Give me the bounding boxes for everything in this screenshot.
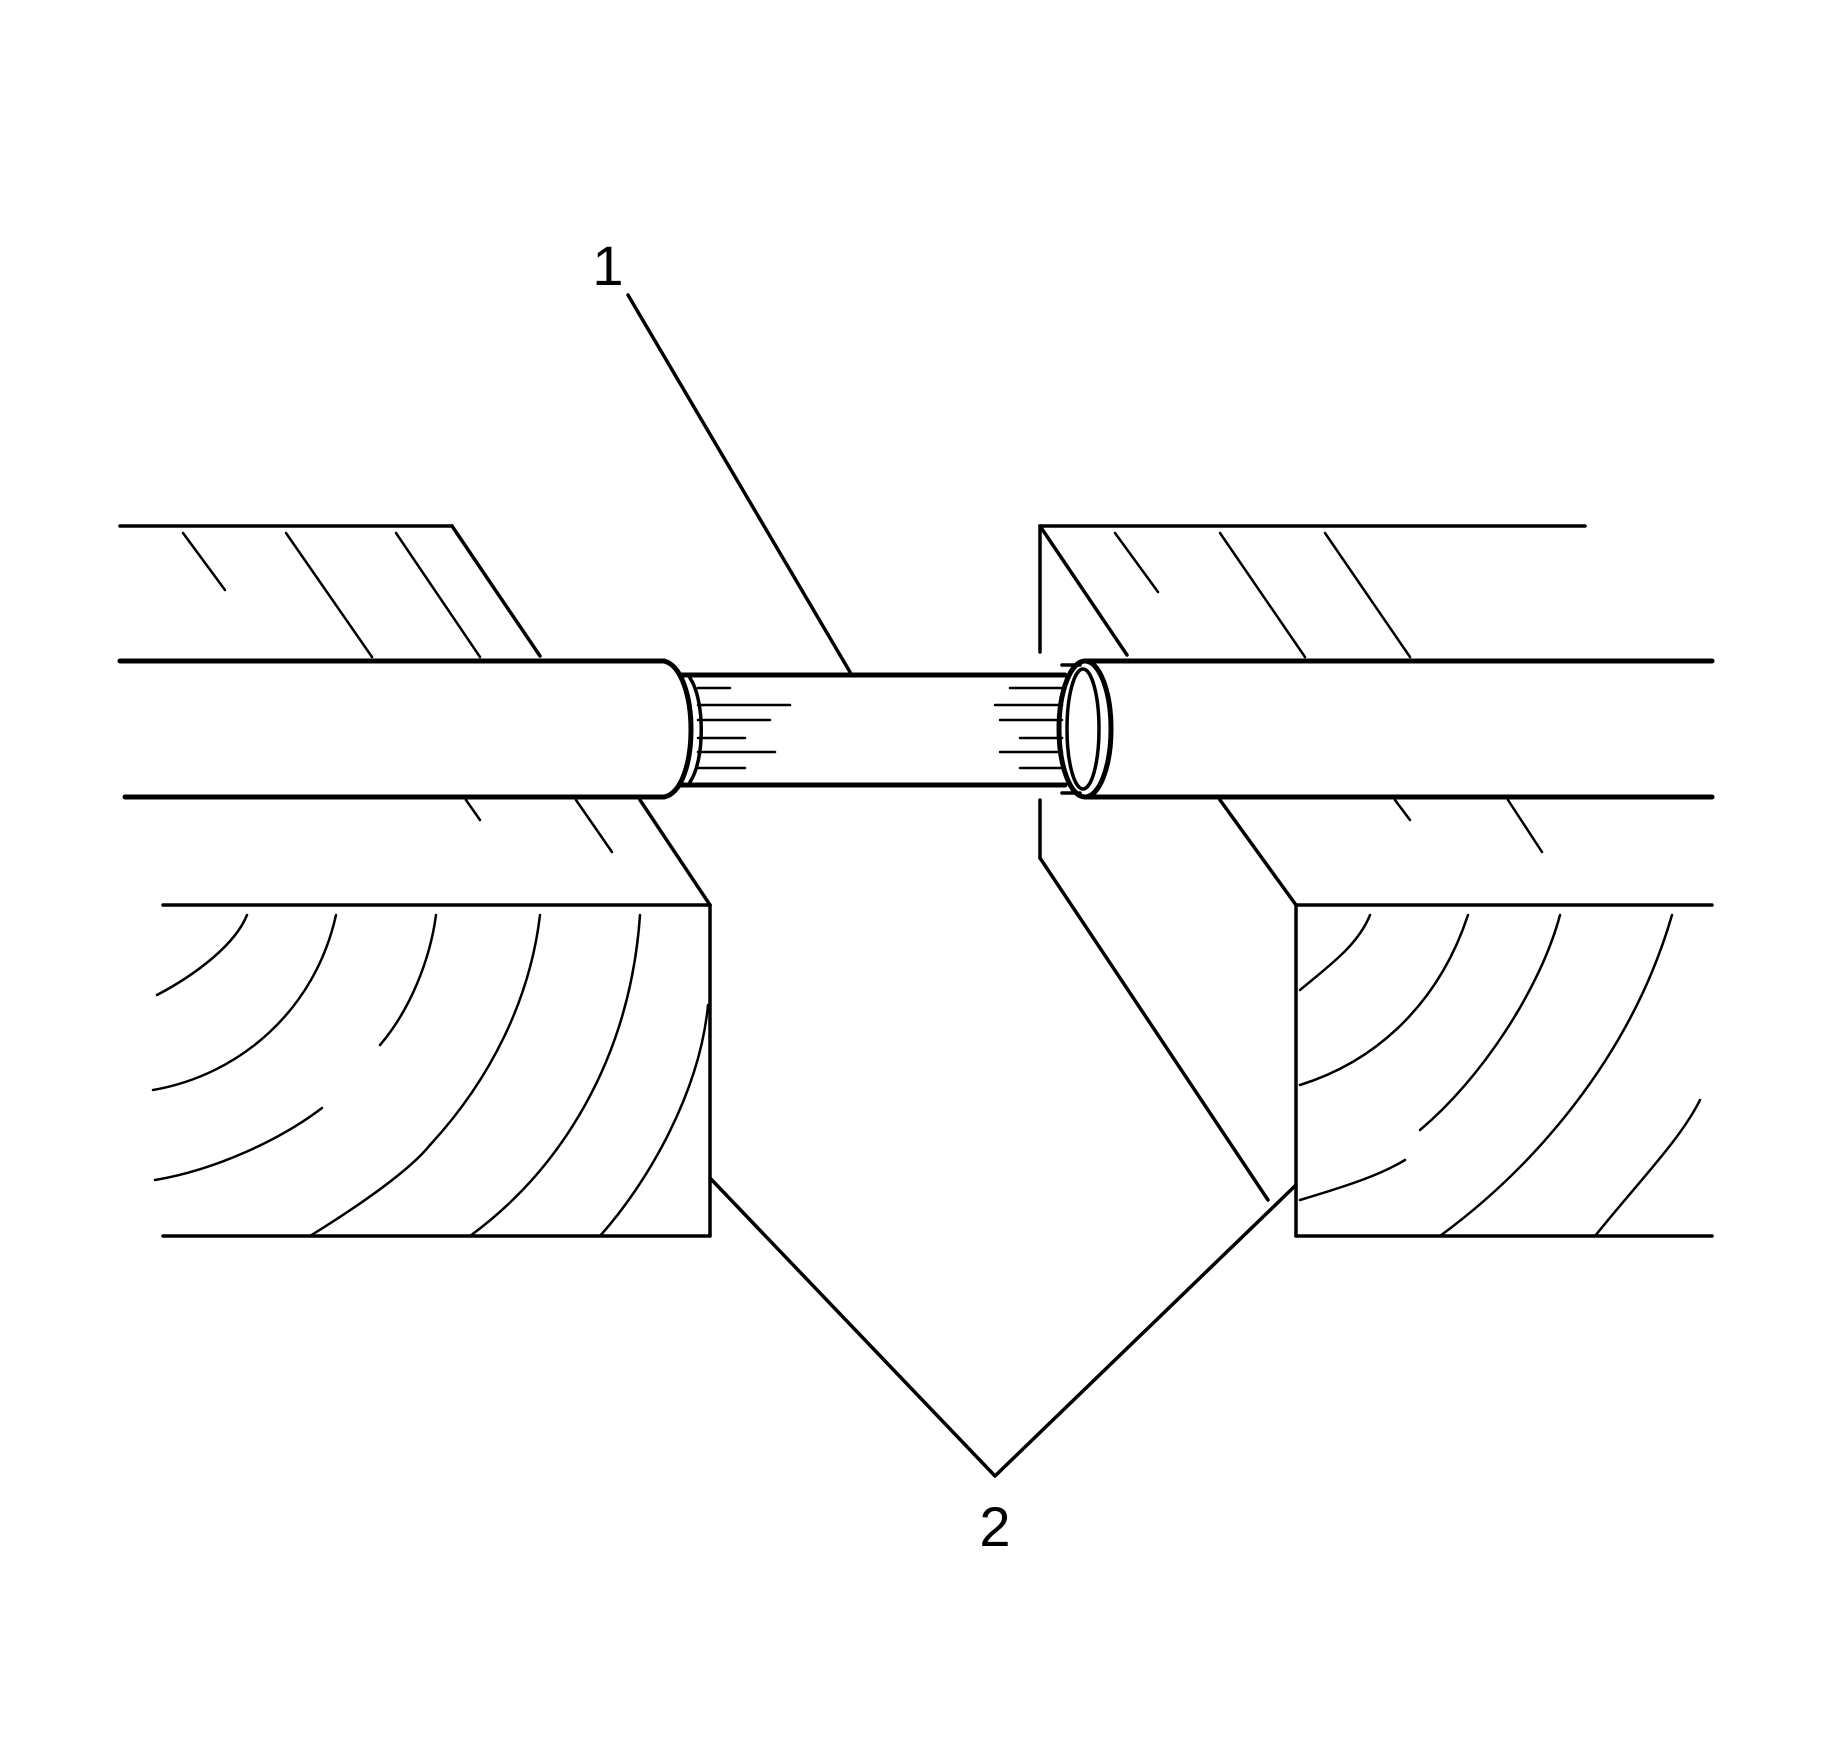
callout-2-label: 2 bbox=[979, 1495, 1010, 1558]
right-wire bbox=[1056, 658, 1715, 800]
callout-leaders bbox=[626, 293, 1298, 1478]
left-upper-block bbox=[118, 524, 712, 907]
exposed-conductor bbox=[677, 672, 1068, 788]
right-lower-block bbox=[1294, 903, 1714, 1238]
right-upper-block bbox=[1038, 524, 1587, 1202]
left-wire bbox=[117, 658, 694, 800]
callout-1-label: 1 bbox=[592, 234, 623, 297]
left-lower-block bbox=[151, 903, 712, 1238]
